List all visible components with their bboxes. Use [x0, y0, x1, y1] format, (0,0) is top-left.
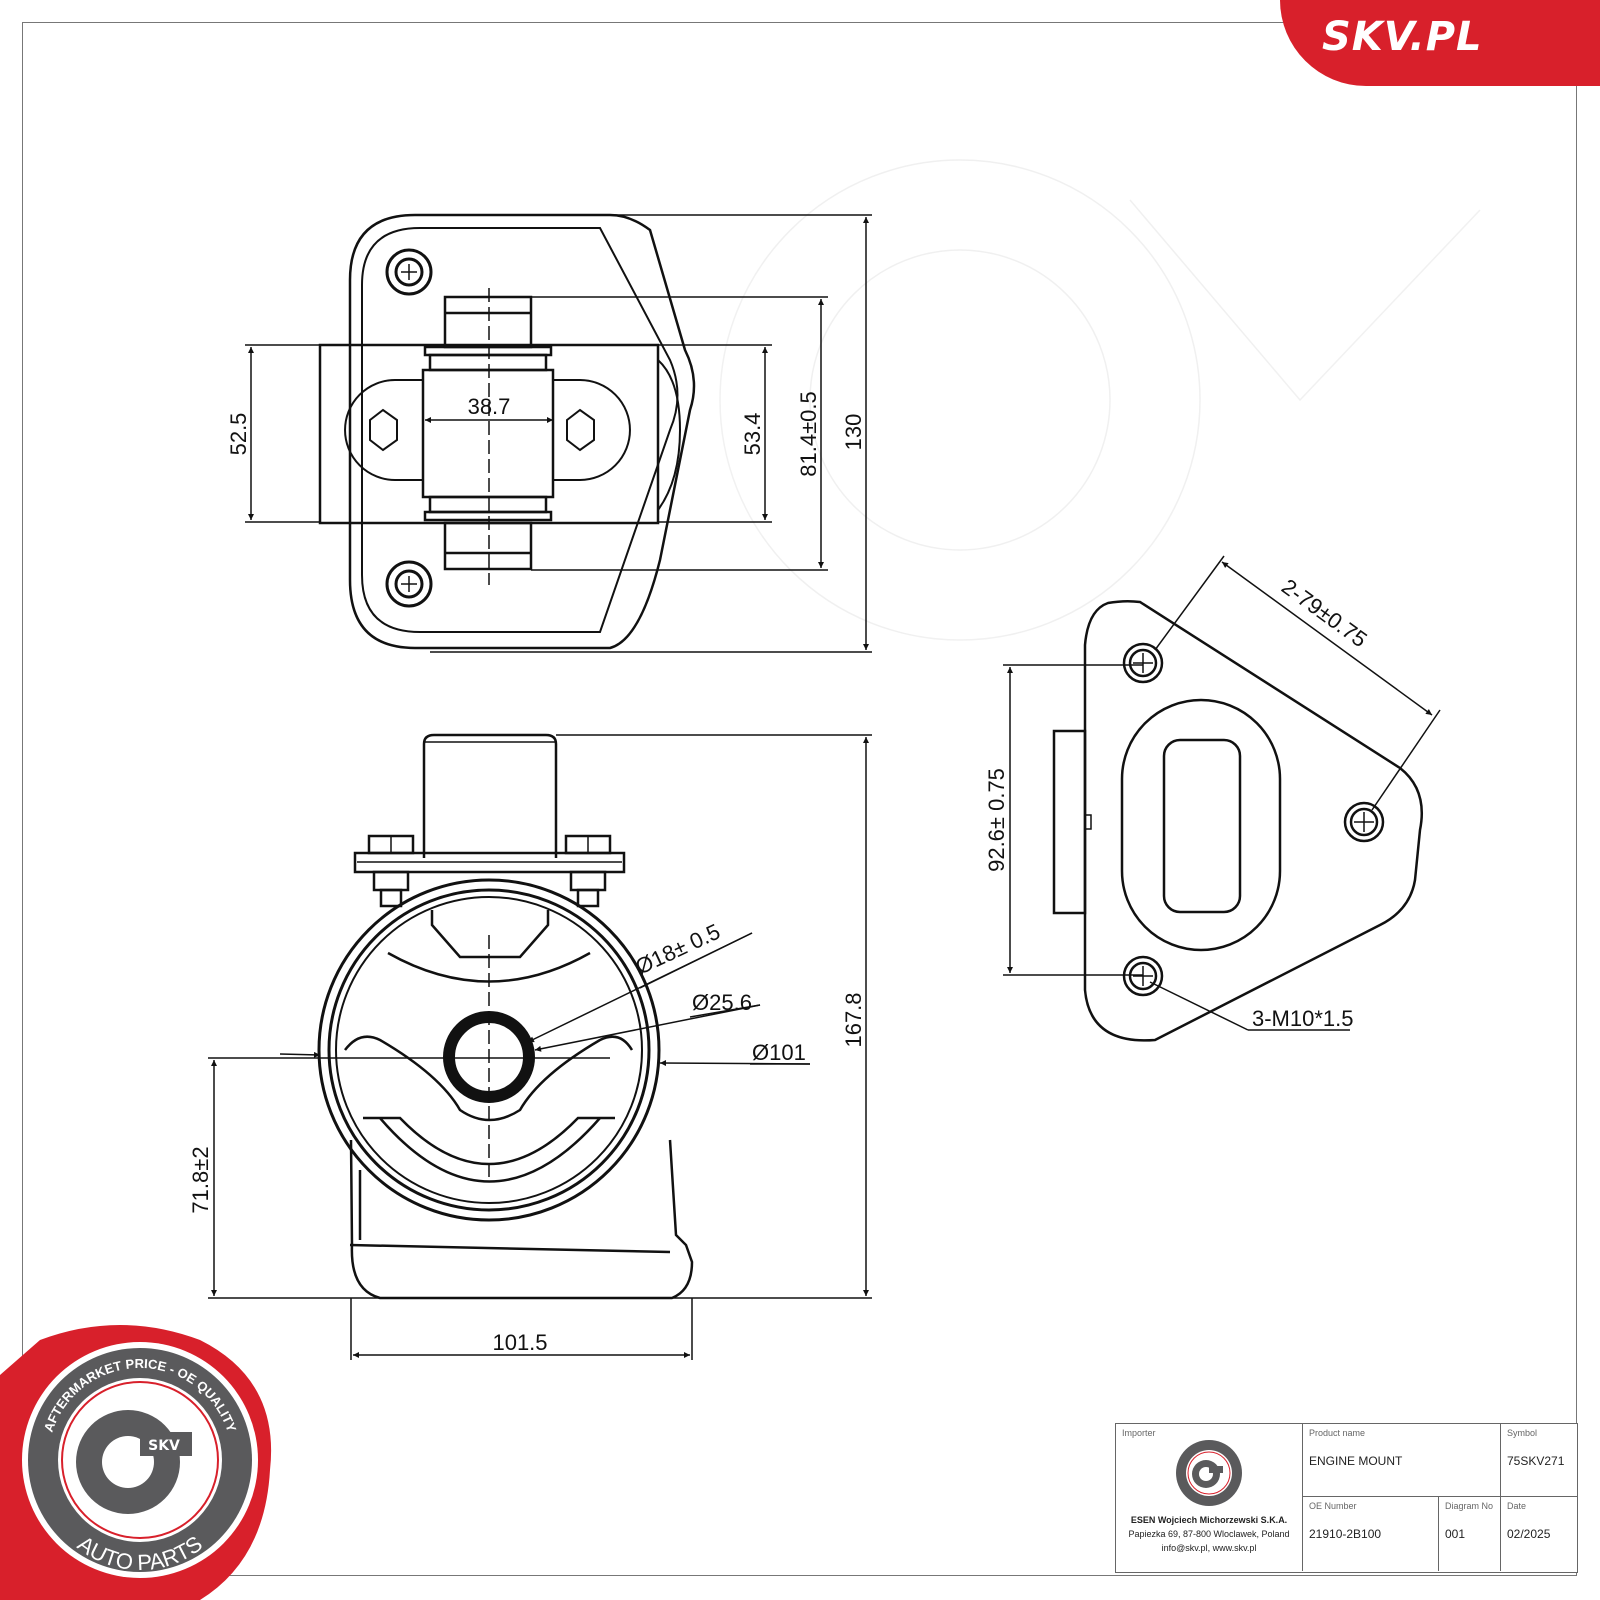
diagram-no-label: Diagram No: [1445, 1501, 1494, 1511]
symbol-cell: Symbol 75SKV271: [1501, 1424, 1577, 1497]
dim-bore: Ø18± 0.5: [632, 919, 724, 980]
skv-badge-logo: SKV AFTERMARKET PRICE - OE QUALITY AUTO …: [0, 1325, 272, 1600]
product-name-label: Product name: [1309, 1428, 1366, 1438]
diagram-no-cell: Diagram No 001: [1439, 1497, 1501, 1571]
watermark-gear-icon: [719, 159, 1481, 641]
date-cell: Date 02/2025: [1501, 1497, 1577, 1571]
dim-53-4: 53.4: [740, 413, 765, 456]
product-name-value: ENGINE MOUNT: [1309, 1454, 1403, 1468]
dim-thread: 3-M10*1.5: [1252, 1006, 1354, 1031]
oe-number-value: 21910-2B100: [1309, 1527, 1382, 1541]
importer-cell: Importer ESEN Wojciech Michorzewski S.K.…: [1116, 1424, 1303, 1571]
brand-tab: [1280, 0, 1600, 86]
importer-address: Papiezka 69, 87-800 Wloclawek, Poland: [1128, 1529, 1290, 1539]
brand-site-label: SKV.PL: [1322, 14, 1483, 60]
badge-center-text: SKV: [148, 1438, 180, 1454]
date-value: 02/2025: [1507, 1527, 1551, 1541]
dim-130: 130: [841, 414, 866, 451]
dim-167-8: 167.8: [841, 992, 866, 1047]
title-block: Importer ESEN Wojciech Michorzewski S.K.…: [1115, 1423, 1578, 1573]
importer-logo-icon: [1176, 1440, 1242, 1506]
dim-101-5: 101.5: [492, 1330, 547, 1355]
importer-name: ESEN Wojciech Michorzewski S.K.A.: [1130, 1515, 1288, 1525]
symbol-value: 75SKV271: [1507, 1454, 1565, 1468]
dim-81-4: 81.4±0.5: [796, 391, 821, 476]
dim-38-7: 38.7: [468, 394, 511, 419]
oe-number-cell: OE Number 21910-2B100: [1303, 1497, 1439, 1571]
date-label: Date: [1507, 1501, 1527, 1511]
product-name-cell: Product name ENGINE MOUNT: [1303, 1424, 1501, 1497]
importer-contact: info@skv.pl, www.skv.pl: [1161, 1543, 1257, 1553]
dim-71-8: 71.8±2: [188, 1146, 213, 1213]
dim-52-5: 52.5: [226, 413, 251, 456]
symbol-label: Symbol: [1507, 1428, 1538, 1438]
diagram-no-value: 001: [1445, 1527, 1466, 1541]
drawing-frame: [22, 22, 1577, 1576]
dim-hole-spacing-vert: 92.6± 0.75: [984, 768, 1009, 872]
importer-label: Importer: [1122, 1428, 1156, 1438]
top-view: [245, 213, 872, 653]
dim-body-diameter: Ø101: [752, 1040, 806, 1065]
side-view: [1003, 555, 1441, 1042]
oe-number-label: OE Number: [1309, 1501, 1357, 1511]
front-view: [208, 733, 872, 1360]
dim-bushing-od: Ø25.6: [692, 990, 752, 1015]
